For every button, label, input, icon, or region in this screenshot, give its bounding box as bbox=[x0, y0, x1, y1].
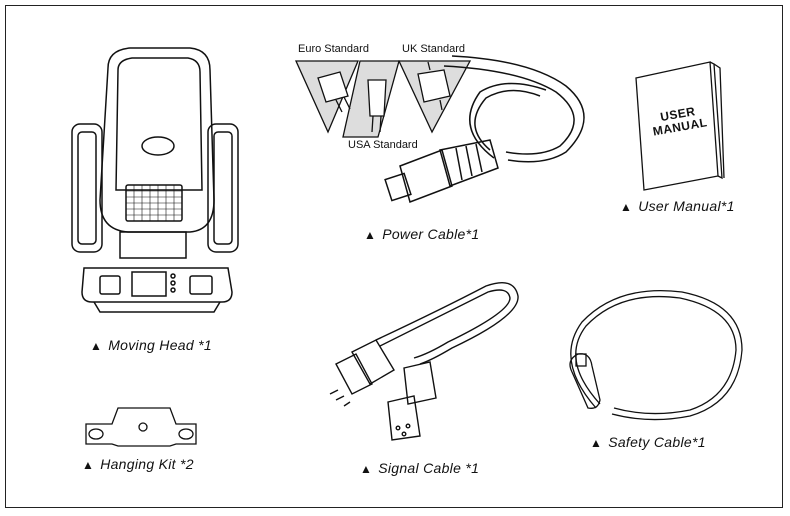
usa-standard-label: USA Standard bbox=[348, 139, 418, 151]
user-manual-illustration bbox=[635, 61, 725, 191]
power-cable-illustration bbox=[384, 55, 585, 203]
triangle-bullet-icon: ▲ bbox=[590, 436, 603, 450]
safety-cable-caption: ▲ Safety Cable*1 bbox=[590, 434, 706, 450]
safety-cable-illustration bbox=[569, 289, 743, 421]
user-manual-caption-text: User Manual*1 bbox=[638, 198, 735, 214]
triangle-bullet-icon: ▲ bbox=[360, 462, 373, 476]
user-manual-caption: ▲ User Manual*1 bbox=[620, 198, 735, 214]
safety-cable-caption-text: Safety Cable*1 bbox=[608, 434, 706, 450]
triangle-bullet-icon: ▲ bbox=[364, 228, 377, 242]
triangle-bullet-icon: ▲ bbox=[82, 458, 95, 472]
hanging-kit-caption-text: Hanging Kit *2 bbox=[100, 456, 194, 472]
signal-cable-caption: ▲ Signal Cable *1 bbox=[360, 460, 479, 476]
euro-standard-label: Euro Standard bbox=[298, 43, 369, 55]
moving-head-caption-text: Moving Head *1 bbox=[108, 337, 213, 353]
power-cable-caption-text: Power Cable*1 bbox=[382, 226, 480, 242]
plug-standards-illustration bbox=[294, 60, 472, 138]
moving-head-illustration bbox=[71, 47, 239, 313]
signal-cable-illustration bbox=[329, 282, 519, 441]
page-frame bbox=[5, 5, 783, 508]
moving-head-caption: ▲ Moving Head *1 bbox=[90, 337, 212, 353]
hanging-kit-illustration bbox=[85, 407, 197, 447]
uk-standard-label: UK Standard bbox=[402, 43, 465, 55]
signal-cable-caption-text: Signal Cable *1 bbox=[378, 460, 480, 476]
hanging-kit-caption: ▲ Hanging Kit *2 bbox=[82, 456, 194, 472]
triangle-bullet-icon: ▲ bbox=[90, 339, 103, 353]
triangle-bullet-icon: ▲ bbox=[620, 200, 633, 214]
power-cable-caption: ▲ Power Cable*1 bbox=[364, 226, 479, 242]
